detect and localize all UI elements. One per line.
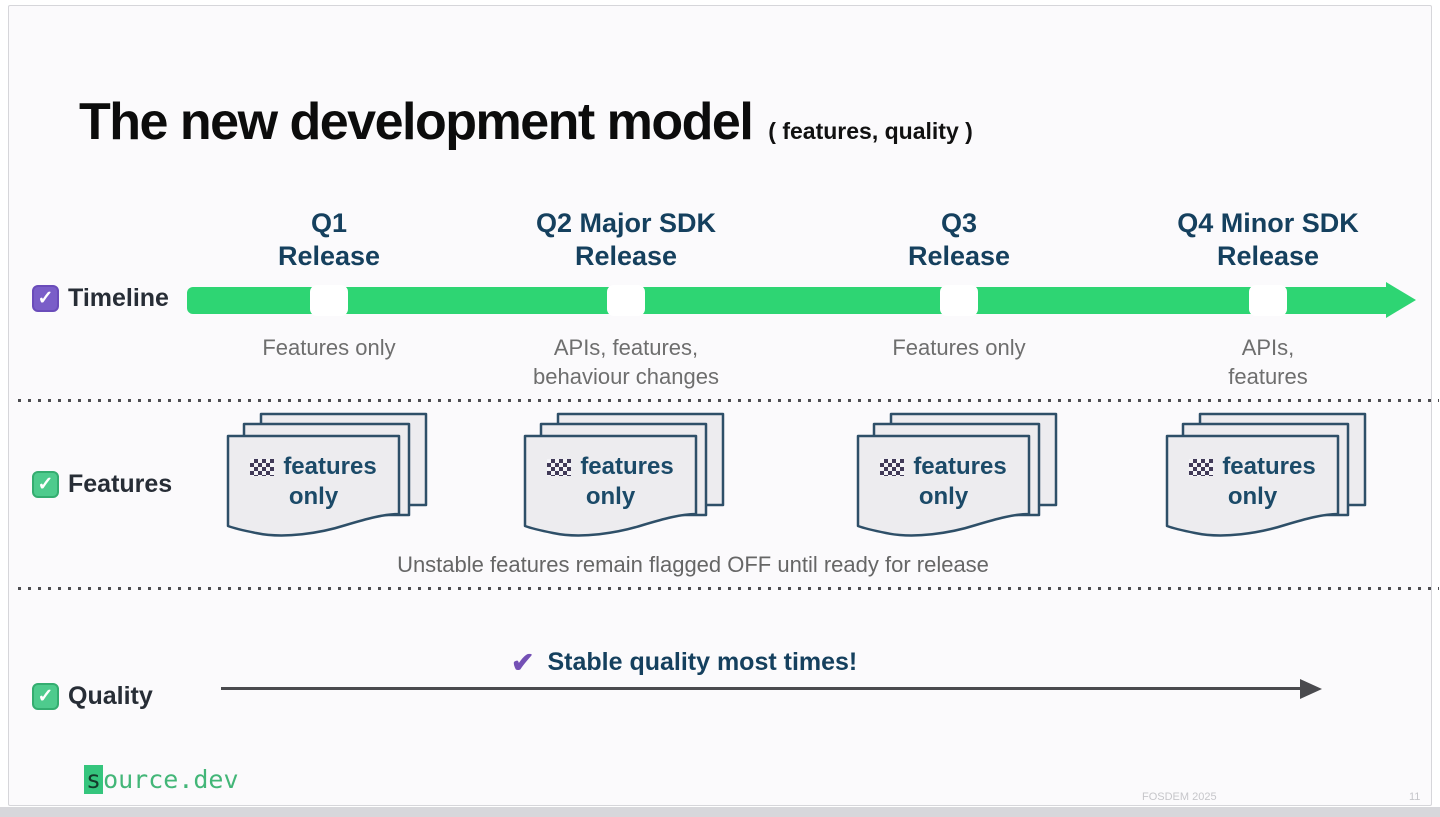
timeline-marker-q3 xyxy=(940,285,978,316)
feature-card-stack-q4: features only xyxy=(1165,412,1371,542)
check-icon: ✓ xyxy=(37,474,54,495)
feature-card-stack-q1: features only xyxy=(226,412,432,542)
timeline-caption-q2: APIs, features, behaviour changes xyxy=(533,335,719,390)
timeline-checkbox-icon: ✓ xyxy=(32,285,59,312)
checkered-pattern-icon xyxy=(880,458,905,476)
column-header-q1: Q1 Release xyxy=(277,208,381,271)
slide: The new development model ( features, qu… xyxy=(8,5,1439,806)
page-title-suffix: ( features, quality ) xyxy=(768,118,973,144)
checkered-pattern-icon xyxy=(547,458,572,476)
screen-bottom-strip xyxy=(0,807,1440,817)
card-text: features only xyxy=(1167,452,1338,512)
logo-text: ource.dev xyxy=(103,765,239,794)
features-row-label: ✓ Features xyxy=(32,470,172,499)
check-icon: ✓ xyxy=(37,686,54,707)
title-row: The new development model ( features, qu… xyxy=(79,93,973,151)
quality-label: Quality xyxy=(68,682,153,710)
quality-checkbox-icon: ✓ xyxy=(32,683,59,710)
checkered-pattern-icon xyxy=(1189,458,1214,476)
footer-event-label: FOSDEM 2025 xyxy=(1142,791,1217,803)
card-text: features only xyxy=(228,452,399,512)
document-stack-icon xyxy=(856,412,1058,537)
quality-arrow-line xyxy=(221,687,1303,690)
timeline-arrowhead-icon xyxy=(1386,282,1416,318)
purple-check-icon: ✔ xyxy=(511,646,535,678)
card-text: features only xyxy=(858,452,1029,512)
timeline-caption-q1: Features only xyxy=(262,335,396,360)
card-line1: features xyxy=(580,453,674,480)
dotted-divider xyxy=(18,399,1439,402)
footer-page-number: 11 xyxy=(1409,791,1421,803)
dotted-divider xyxy=(18,587,1439,590)
card-line1: features xyxy=(1222,453,1316,480)
column-header-q3: Q3 Release xyxy=(907,208,1011,271)
check-icon: ✓ xyxy=(37,288,54,309)
timeline-bar xyxy=(187,287,1386,314)
column-header-q4: Q4 Minor SDK Release xyxy=(1177,208,1359,271)
column-header-q2: Q2 Major SDK Release xyxy=(535,208,717,271)
features-note: Unstable features remain flagged OFF unt… xyxy=(397,552,989,577)
source-dev-logo: s ource.dev xyxy=(84,765,239,794)
feature-card-stack-q3: features only xyxy=(856,412,1062,542)
document-stack-icon xyxy=(226,412,428,537)
timeline-caption-q3: Features only xyxy=(892,335,1026,360)
card-text: features only xyxy=(525,452,696,512)
quality-row-label: ✓ Quality xyxy=(32,682,153,711)
timeline-marker-q4 xyxy=(1249,285,1287,316)
timeline-row-label: ✓ Timeline xyxy=(32,284,169,313)
page-title: The new development model xyxy=(79,93,754,151)
timeline-caption-q4: APIs, features xyxy=(1228,335,1308,390)
feature-card-stack-q2: features only xyxy=(523,412,729,542)
card-line1: features xyxy=(913,453,1007,480)
timeline-marker-q2 xyxy=(607,285,645,316)
card-line2: only xyxy=(585,483,636,510)
card-line2: only xyxy=(1227,483,1278,510)
card-line2: only xyxy=(288,483,339,510)
timeline-marker-q1 xyxy=(310,285,348,316)
checkered-pattern-icon xyxy=(250,458,275,476)
features-checkbox-icon: ✓ xyxy=(32,471,59,498)
card-line1: features xyxy=(283,453,377,480)
document-stack-icon xyxy=(523,412,725,537)
quality-arrowhead-icon xyxy=(1300,679,1322,699)
timeline-label: Timeline xyxy=(68,284,169,312)
quality-note-text: Stable quality most times! xyxy=(547,648,858,676)
logo-cursor-block: s xyxy=(84,765,104,794)
quality-note: ✔ Stable quality most times! xyxy=(511,648,857,677)
card-line2: only xyxy=(918,483,969,510)
features-label: Features xyxy=(68,470,173,498)
